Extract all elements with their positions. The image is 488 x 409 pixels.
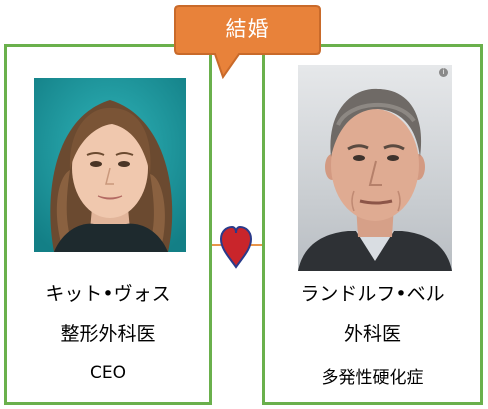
right-person-condition: 多発性硬化症 — [321, 368, 424, 388]
marriage-callout-shape — [174, 5, 321, 79]
woman-portrait-image — [34, 78, 186, 252]
info-icon[interactable]: i — [439, 68, 448, 77]
person-card-left: キット•ヴォス 整形外科医 CEO — [4, 44, 212, 405]
heart-icon — [219, 225, 253, 269]
right-person-role: 外科医 — [343, 323, 401, 345]
man-portrait-image — [298, 65, 452, 271]
person-card-right: i ランドルフ•ベル 外科医 多発性硬化症 — [262, 44, 483, 405]
right-person-name: ランドルフ•ベル — [300, 283, 445, 305]
left-person-name: キット•ヴォス — [45, 283, 171, 305]
left-person-title: CEO — [90, 363, 126, 383]
left-person-role: 整形外科医 — [60, 323, 156, 345]
marriage-label: 結婚 — [225, 17, 270, 41]
portrait-right: i — [298, 65, 452, 271]
portrait-left — [34, 78, 186, 252]
